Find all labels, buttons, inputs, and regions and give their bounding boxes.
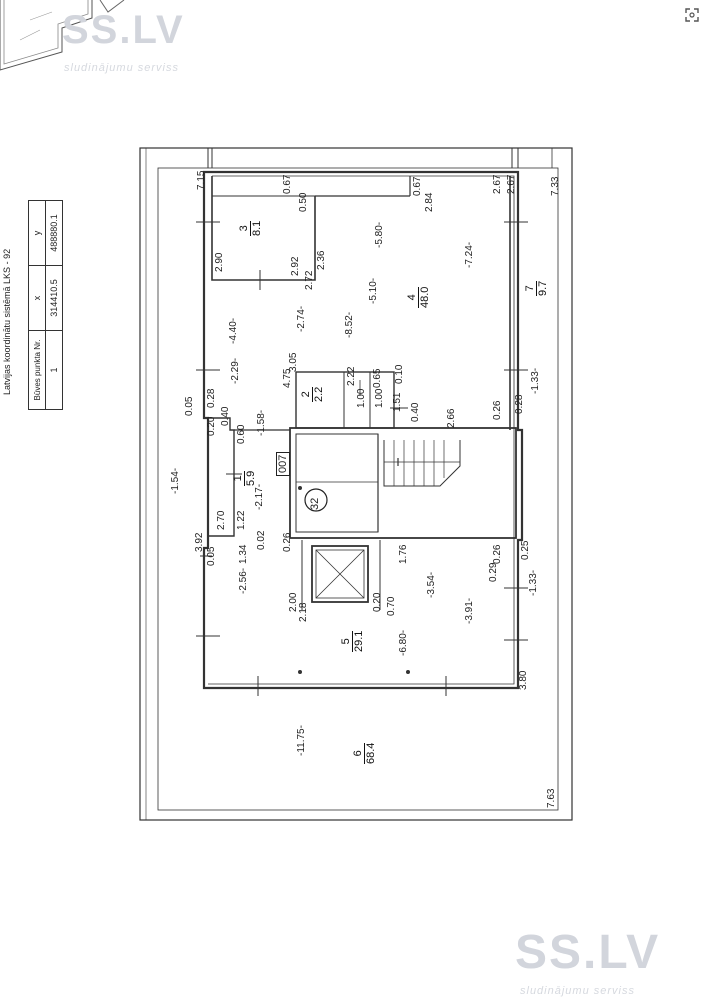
dim-label: -1.33- bbox=[530, 367, 541, 394]
dim-label: 0.50 bbox=[298, 192, 309, 212]
dim-label: 1.51 bbox=[392, 392, 403, 412]
dim-label: -1.33- bbox=[528, 569, 539, 596]
dim-label: 2.70 bbox=[216, 510, 227, 530]
dim-label: 7.33 bbox=[550, 176, 561, 196]
room-4-label: 4 48.0 bbox=[406, 286, 431, 308]
room-3-area: 8.1 bbox=[251, 220, 263, 236]
dim-label: 0.60 bbox=[236, 424, 247, 444]
room-5-label: 5 29.1 bbox=[340, 630, 365, 652]
dim-label: -5.10- bbox=[368, 277, 379, 304]
dim-label: -3.54- bbox=[426, 571, 437, 598]
dim-label: 1.22 bbox=[236, 510, 247, 530]
room-2-number: 2 bbox=[300, 386, 313, 402]
dim-label: 1.76 bbox=[398, 544, 409, 564]
dim-label: -1.58- bbox=[256, 409, 267, 436]
dim-label: 0.40 bbox=[410, 402, 421, 422]
expand-icon[interactable] bbox=[681, 4, 703, 26]
dim-label: 0.28 bbox=[514, 394, 525, 414]
dim-label: 0.28 bbox=[206, 388, 217, 408]
dim-label: 2.72 bbox=[304, 270, 315, 290]
dim-label: 0.10 bbox=[394, 364, 405, 384]
dim-label: 2.36 bbox=[316, 250, 327, 270]
dim-label: -2.74- bbox=[296, 305, 307, 332]
dim-label: 2.84 bbox=[424, 192, 435, 212]
room-1-number: 1 bbox=[232, 470, 245, 486]
dim-label: -3.91- bbox=[464, 597, 475, 624]
dim-label: 2.18 bbox=[298, 602, 309, 622]
dim-label: 0.05 bbox=[184, 396, 195, 416]
dim-label: -6.80- bbox=[398, 629, 409, 656]
dim-label: 0.67 bbox=[282, 174, 293, 194]
dim-label: 3.92 bbox=[194, 532, 205, 552]
watermark-bottom: SS.LV bbox=[515, 926, 661, 979]
dim-label: 7.63 bbox=[546, 788, 557, 808]
dim-label: -2.17- bbox=[254, 483, 265, 510]
dim-label: 2.90 bbox=[214, 252, 225, 272]
dim-label: 4.75 bbox=[282, 368, 293, 388]
room-4-area: 48.0 bbox=[419, 286, 431, 308]
room-7-area: 9.7 bbox=[537, 280, 549, 296]
dim-label: -4.40- bbox=[228, 317, 239, 344]
dim-label: 0.26 bbox=[282, 532, 293, 552]
dim-label: 1.00 bbox=[356, 388, 367, 408]
dim-label: 2.22 bbox=[346, 366, 357, 386]
stair-code-label: 007 bbox=[276, 451, 290, 476]
dim-label: 0.29 bbox=[488, 562, 499, 582]
dim-label: 0.20 bbox=[206, 416, 217, 436]
room-4-number: 4 bbox=[406, 286, 419, 308]
watermark-top-tagline: sludinājumu serviss bbox=[64, 62, 179, 74]
room-3-number: 3 bbox=[238, 220, 251, 236]
room-7-number: 7 bbox=[524, 280, 537, 296]
room-5-number: 5 bbox=[340, 630, 353, 652]
room-5-area: 29.1 bbox=[353, 630, 365, 652]
dim-label: -2.29- bbox=[230, 357, 241, 384]
dim-label: 7.15 bbox=[196, 170, 207, 190]
dim-label: 0.67 bbox=[412, 176, 423, 196]
stair-number-label: 32 bbox=[309, 497, 321, 510]
room-7-label: 7 9.7 bbox=[524, 280, 549, 296]
fullscreen-icon bbox=[685, 8, 699, 22]
dim-label: 2.67 bbox=[506, 174, 517, 194]
room-3-label: 3 8.1 bbox=[238, 220, 263, 236]
dim-label: 3.80 bbox=[518, 670, 529, 690]
dim-label: 0.65 bbox=[372, 368, 383, 388]
dim-label: 0.26 bbox=[492, 400, 503, 420]
dim-label: -8.52- bbox=[344, 311, 355, 338]
dim-label: 1.00 bbox=[374, 388, 385, 408]
room-6-number: 6 bbox=[352, 742, 365, 764]
room-2-area: 2.2 bbox=[313, 386, 325, 402]
dim-label: 2.66 bbox=[446, 408, 457, 428]
dim-label: 0.20 bbox=[372, 592, 383, 612]
dim-label: 0.05 bbox=[206, 546, 217, 566]
dim-label: 2.92 bbox=[290, 256, 301, 276]
dim-label: -5.80- bbox=[374, 221, 385, 248]
dim-label: -2.56- bbox=[238, 567, 249, 594]
watermark-top: SS.LV bbox=[62, 8, 185, 52]
room-6-label: 6 68.4 bbox=[352, 742, 377, 764]
dim-label: 0.02 bbox=[256, 530, 267, 550]
watermark-bottom-tagline: sludinājumu serviss bbox=[520, 985, 635, 997]
dim-label: -7.24- bbox=[464, 241, 475, 268]
room-2-label: 2 2.2 bbox=[300, 386, 325, 402]
dim-label: 0.70 bbox=[386, 596, 397, 616]
dim-label: -1.54- bbox=[170, 467, 181, 494]
dim-label: 0.25 bbox=[520, 540, 531, 560]
dim-label: 1.34 bbox=[238, 544, 249, 564]
dim-label: 2.67 bbox=[492, 174, 503, 194]
dim-label: -11.75- bbox=[296, 725, 307, 756]
dim-label: 0.40 bbox=[220, 406, 231, 426]
dim-label: 0.26 bbox=[492, 544, 503, 564]
adjacent-plan-fragment bbox=[0, 0, 125, 71]
room-6-area: 68.4 bbox=[365, 742, 377, 764]
